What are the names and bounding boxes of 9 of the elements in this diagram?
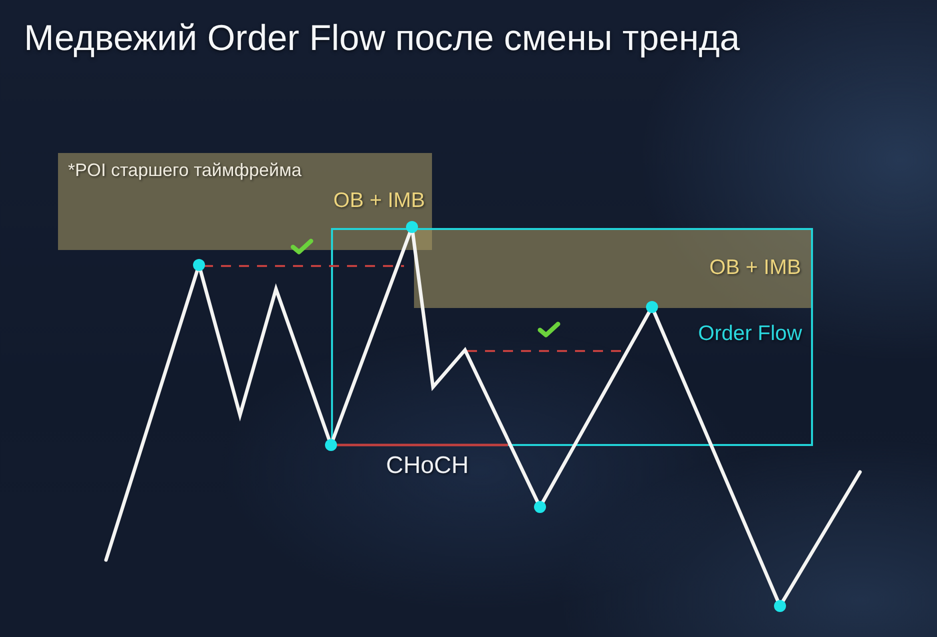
poi-zone xyxy=(58,153,432,250)
order-flow-frame xyxy=(331,228,813,446)
zone-note: *POI старшего таймфрейма xyxy=(68,160,302,181)
ob-imb-zone xyxy=(414,230,811,308)
frame-label: Order Flow xyxy=(698,322,802,346)
level-break-label: CHoCH xyxy=(386,452,469,480)
title: Медвежий Order Flow после смены тренда xyxy=(24,17,740,59)
zone-label: OB + IMB xyxy=(709,256,801,280)
zone-label: OB + IMB xyxy=(333,189,425,213)
